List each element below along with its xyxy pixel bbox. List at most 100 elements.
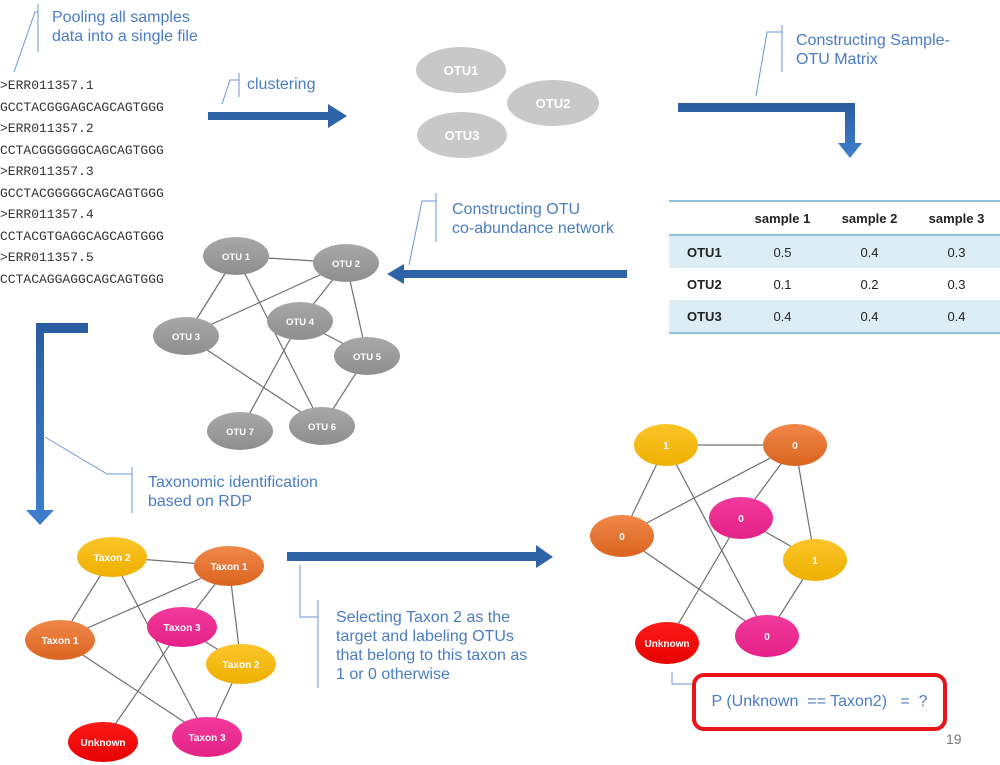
callout-taxonomic-line-2: based on RDP xyxy=(148,493,253,510)
otu-network-node xyxy=(267,302,333,340)
callout-pooling-line-2: data into a single file xyxy=(52,28,198,45)
otu-network-node-label: OTU 7 xyxy=(226,427,254,438)
cluster-label: OTU2 xyxy=(536,96,571,111)
taxon-network-node xyxy=(77,537,147,577)
matrix-cell: 0.4 xyxy=(826,235,913,268)
otu-network-node xyxy=(289,407,355,445)
otu-network-edge xyxy=(235,255,323,427)
label-network-edge xyxy=(621,444,796,537)
callout-network: Constructing OTU co-abundance network xyxy=(452,200,614,238)
cluster-label: OTU3 xyxy=(445,128,480,143)
label-network-node-label: 1 xyxy=(812,556,818,567)
taxon-network-edge xyxy=(102,626,183,743)
taxon-network-node xyxy=(206,644,276,684)
probability-formula: P (Unknown == Taxon2) = ? xyxy=(711,693,928,710)
callout-pooling: Pooling all samples data into a single f… xyxy=(52,8,198,46)
matrix-header-cell: sample 3 xyxy=(913,200,1000,236)
arrow-selecting xyxy=(287,545,553,568)
matrix-cell: 0.1 xyxy=(773,276,792,292)
cluster-label: OTU1 xyxy=(444,63,479,78)
label-network-node-label: 1 xyxy=(663,441,669,452)
otu-network-node-label: OTU 4 xyxy=(286,317,315,328)
callout-leader-matrix xyxy=(755,31,782,97)
taxon-network-node-label: Taxon 3 xyxy=(163,623,200,634)
callout-matrix: Constructing Sample- OTU Matrix xyxy=(796,31,950,69)
callout-leader-network xyxy=(408,200,436,266)
otu-network-node-label: OTU 1 xyxy=(222,252,251,263)
label-network-node xyxy=(709,497,773,539)
callout-leader-pooling xyxy=(13,11,38,73)
otu-network-node-label: OTU 3 xyxy=(172,332,200,343)
callout-network-line-1: Constructing OTU xyxy=(452,201,581,218)
callout-selecting-line-2: target and labeling OTUs xyxy=(336,628,514,645)
callout-leader-taxonomic xyxy=(44,436,132,475)
matrix-row-header: OTU3 xyxy=(669,300,739,334)
callout-matrix-line-1: Constructing Sample- xyxy=(796,32,950,49)
matrix-row-header: OTU1 xyxy=(669,235,739,268)
sequence-file: >ERR011357.1 GCCTACGGGAGCAGCAGTGGG >ERR0… xyxy=(0,75,186,290)
callout-leader-selecting xyxy=(299,565,318,618)
taxon-network-node-label: Taxon 1 xyxy=(210,562,247,573)
taxon-network-node xyxy=(147,607,217,647)
taxon-network-node xyxy=(194,546,264,586)
taxon-network-node xyxy=(25,620,95,660)
taxon-network-edge xyxy=(59,639,208,738)
matrix-cell: 0.2 xyxy=(860,276,879,292)
callout-leader-clustering xyxy=(221,79,239,105)
label-network-node-label: 0 xyxy=(792,441,798,452)
taxon-network-node-label: Taxon 1 xyxy=(41,636,78,647)
label-network-edge xyxy=(621,535,768,637)
taxon-network-node-label: Taxon 3 xyxy=(188,733,225,744)
otu-network-node xyxy=(207,412,273,450)
matrix-header-cell: sample 1 xyxy=(739,200,826,236)
label-network-edge xyxy=(665,444,768,637)
taxon-network-node xyxy=(172,717,242,757)
arrow-network xyxy=(387,264,627,284)
otu-network-node xyxy=(203,237,269,275)
callout-taxonomic-line-1: Taxonomic identification xyxy=(148,474,318,491)
callout-network-line-2: co-abundance network xyxy=(452,220,614,237)
arrow-clustering xyxy=(208,104,347,128)
label-network-node xyxy=(635,622,699,664)
matrix-cell: 0.4 xyxy=(826,300,913,334)
sample-otu-matrix: sample 1 sample 2 sample 3 OTU1 0.5 0.4 … xyxy=(669,200,1000,334)
matrix-cell: 0.3 xyxy=(913,235,1000,268)
taxon-network-node-label: Unknown xyxy=(81,738,126,749)
callout-pooling-line-1: Pooling all samples xyxy=(52,9,190,26)
sequence-line: >ERR011357.1 xyxy=(0,78,94,93)
sequence-line: GCCTACGGGAGCAGCAGTGGG xyxy=(0,99,164,115)
matrix-row-header: OTU2 xyxy=(687,276,722,292)
matrix-cell: 0.5 xyxy=(739,235,826,268)
callout-selecting-line-3: that belong to this taxon as xyxy=(336,647,528,664)
label-network-node-label: 0 xyxy=(738,514,744,525)
matrix-header-cell: sample 2 xyxy=(826,200,913,236)
label-network-node xyxy=(763,424,827,466)
label-network-edge xyxy=(666,517,742,644)
sequence-line: GCCTACGGGGGCAGCAGTGGG xyxy=(0,185,164,201)
otu-network-node xyxy=(153,317,219,355)
page-number: 19 xyxy=(946,731,962,747)
sequence-line: >ERR011357.4 xyxy=(0,207,94,222)
label-network-node xyxy=(783,539,847,581)
callout-selecting-line-1: Selecting Taxon 2 as the xyxy=(336,609,511,626)
taxon-network-node-label: Taxon 2 xyxy=(93,553,130,564)
cluster-node xyxy=(507,80,599,126)
matrix-row: OTU1 0.5 0.4 0.3 xyxy=(669,235,1000,268)
sequence-line: CCTACGGGGGGCAGCAGTGGG xyxy=(0,142,164,158)
matrix-cell: 0.3 xyxy=(947,276,966,292)
taxon-network-node xyxy=(68,722,138,762)
label-network-node xyxy=(735,615,799,657)
probability-formula-box: P (Unknown == Taxon2) = ? xyxy=(692,673,947,731)
matrix-row: OTU2 0.1 0.2 0.3 xyxy=(669,268,1000,300)
sequence-line: CCTACGTGAGGCAGCAGTGGG xyxy=(0,228,164,244)
label-network-node xyxy=(634,424,698,466)
label-network-node-label: Unknown xyxy=(645,639,690,650)
callout-leader-formula xyxy=(671,672,692,685)
otu-network-node-label: OTU 6 xyxy=(308,422,336,433)
label-network-node-label: 0 xyxy=(764,632,770,643)
taxon-network-edge xyxy=(111,556,208,738)
otu-network-edge xyxy=(185,335,323,427)
matrix-cell: 0.4 xyxy=(739,300,826,334)
taxon-network-edge xyxy=(59,565,230,641)
